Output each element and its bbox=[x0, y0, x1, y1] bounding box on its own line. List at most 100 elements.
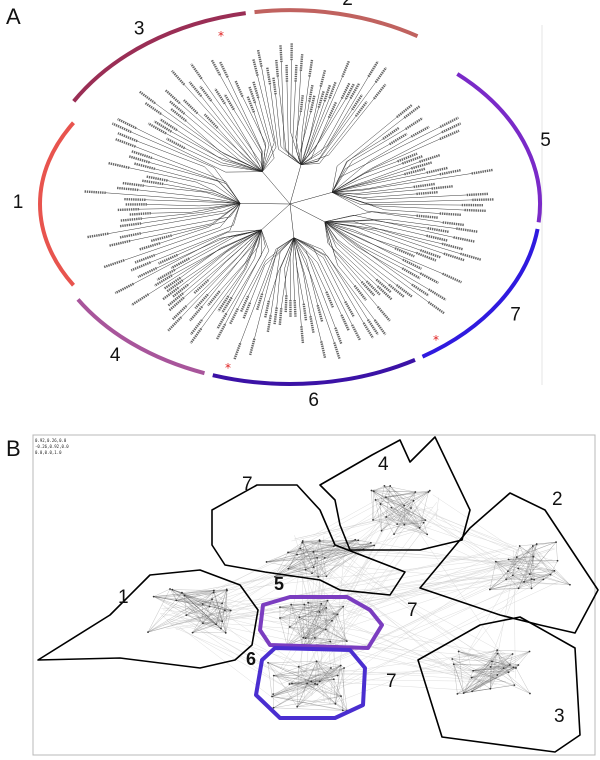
tree-branch bbox=[324, 221, 443, 274]
network-node bbox=[304, 568, 307, 571]
network-node bbox=[418, 526, 421, 529]
network-node bbox=[389, 485, 392, 487]
tree-branch bbox=[178, 229, 262, 288]
network-edge bbox=[453, 664, 510, 666]
network-edge bbox=[274, 552, 289, 577]
network-node bbox=[505, 578, 508, 581]
network-edge bbox=[423, 522, 428, 535]
network-node bbox=[287, 567, 290, 570]
tree-leaf-label-block bbox=[373, 83, 387, 100]
network-edge bbox=[335, 667, 345, 704]
network-node bbox=[457, 650, 460, 653]
network-node bbox=[301, 541, 304, 544]
network-edge bbox=[173, 564, 335, 597]
tree-leaf-label-block bbox=[275, 59, 280, 77]
network-edge bbox=[463, 688, 491, 694]
network-edge bbox=[302, 600, 328, 647]
tree-branch bbox=[150, 203, 241, 214]
network-edge bbox=[297, 703, 336, 707]
tree-leaf-label-block bbox=[128, 211, 151, 216]
tree-leaf-label-block bbox=[221, 296, 233, 314]
network-node bbox=[297, 665, 300, 668]
network-edge bbox=[286, 600, 328, 646]
network-node bbox=[336, 613, 339, 616]
network-edge bbox=[186, 600, 501, 679]
network-node bbox=[299, 547, 302, 550]
network-node bbox=[410, 507, 412, 509]
network-node bbox=[273, 575, 276, 578]
network-node bbox=[318, 610, 321, 613]
network-edge bbox=[224, 590, 228, 611]
network-node bbox=[312, 550, 315, 553]
network-edge bbox=[302, 540, 334, 547]
network-edge bbox=[308, 602, 338, 615]
tree-leaf-label-block bbox=[299, 54, 304, 71]
network-edge bbox=[452, 658, 474, 671]
network-edge bbox=[512, 557, 517, 576]
network-edge bbox=[390, 485, 426, 521]
network-edge bbox=[312, 573, 518, 670]
network-edge bbox=[404, 507, 412, 525]
network-edge bbox=[279, 606, 344, 619]
network-edge bbox=[286, 604, 292, 646]
network-edge bbox=[308, 602, 322, 604]
network-edge bbox=[472, 667, 504, 692]
network-edge bbox=[327, 600, 347, 642]
tree-branch bbox=[150, 203, 241, 263]
network-edge bbox=[279, 617, 288, 646]
tree-leaf-label-block bbox=[171, 69, 186, 86]
clade-label-1: 1 bbox=[13, 192, 24, 213]
network-edge bbox=[518, 579, 532, 589]
tree-leaf-label-block bbox=[441, 242, 464, 251]
network-edge bbox=[191, 595, 293, 685]
tree-leaf-label-block bbox=[293, 299, 297, 317]
network-edge bbox=[279, 603, 322, 619]
network-node bbox=[549, 573, 552, 576]
network-edge bbox=[308, 546, 506, 654]
network-edge bbox=[288, 568, 319, 578]
network-edge bbox=[550, 570, 555, 575]
network-edge bbox=[293, 492, 399, 551]
panel-b-letter: B bbox=[6, 436, 21, 461]
network-edge bbox=[274, 539, 356, 577]
tree-branch bbox=[201, 96, 263, 172]
tree-leaf-label-block bbox=[341, 60, 351, 78]
tree-branch bbox=[332, 188, 432, 195]
tree-leaf-label-block bbox=[252, 58, 259, 76]
network-edge bbox=[410, 507, 420, 528]
network-edge bbox=[375, 499, 428, 535]
network-edge bbox=[529, 574, 544, 580]
network-edge bbox=[321, 603, 331, 642]
tree-leaf-label-block bbox=[207, 290, 221, 307]
network-node bbox=[185, 614, 188, 617]
network-edge bbox=[491, 661, 531, 694]
network-edge bbox=[291, 679, 334, 684]
tree-branch bbox=[324, 221, 378, 287]
tree-branch bbox=[293, 237, 322, 342]
tree-branch bbox=[300, 101, 310, 165]
clade-arc-5 bbox=[456, 72, 542, 223]
network-edge bbox=[222, 603, 231, 611]
network-node bbox=[515, 667, 517, 669]
network-edge bbox=[298, 666, 320, 682]
network-node bbox=[221, 602, 224, 605]
network-edge bbox=[384, 485, 405, 506]
tree-leaf-label-block bbox=[278, 308, 283, 325]
network-node bbox=[288, 683, 291, 685]
network-edge bbox=[147, 610, 225, 633]
tree-branch bbox=[289, 164, 302, 205]
tree-leaf-label-block bbox=[443, 252, 465, 262]
network-edge bbox=[314, 661, 317, 684]
tree-leaf-label-block bbox=[239, 295, 250, 313]
tree-branch bbox=[324, 221, 404, 260]
network-edge bbox=[273, 675, 293, 684]
network-node bbox=[535, 543, 538, 545]
tree-leaf-label-block bbox=[300, 326, 305, 344]
network-edge bbox=[271, 665, 341, 697]
network-node bbox=[517, 664, 520, 666]
clade-label-6: 6 bbox=[308, 390, 319, 411]
network-edge bbox=[380, 503, 398, 525]
tree-leaf-label-block bbox=[117, 132, 138, 143]
network-node bbox=[314, 682, 317, 685]
